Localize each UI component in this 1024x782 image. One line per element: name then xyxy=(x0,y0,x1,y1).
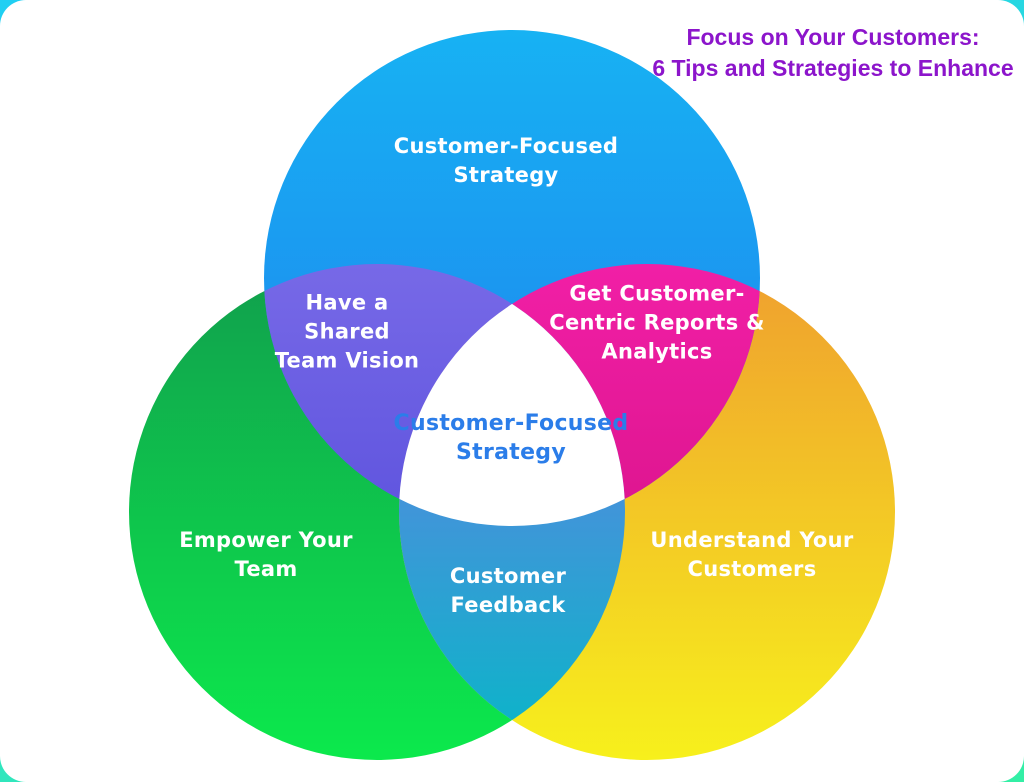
label-customer-focused-strategy: Customer-Focused Strategy xyxy=(393,134,619,187)
label-center-customer-focused-strategy: Customer-Focused Strategy xyxy=(393,411,629,465)
label-empower-your-team: Empower Your Team xyxy=(179,528,353,581)
label-have-a-shared-team-vision: Have a Shared Team Vision xyxy=(274,290,420,373)
page-title: Focus on Your Customers: 6 Tips and Stra… xyxy=(652,24,1014,81)
label-understand-your-customers: Understand Your Customers xyxy=(650,528,854,581)
label-customer-feedback: Customer Feedback xyxy=(449,564,567,617)
label-get-customer-centric-reports: Get Customer- Centric Reports & Analytic… xyxy=(549,281,765,364)
